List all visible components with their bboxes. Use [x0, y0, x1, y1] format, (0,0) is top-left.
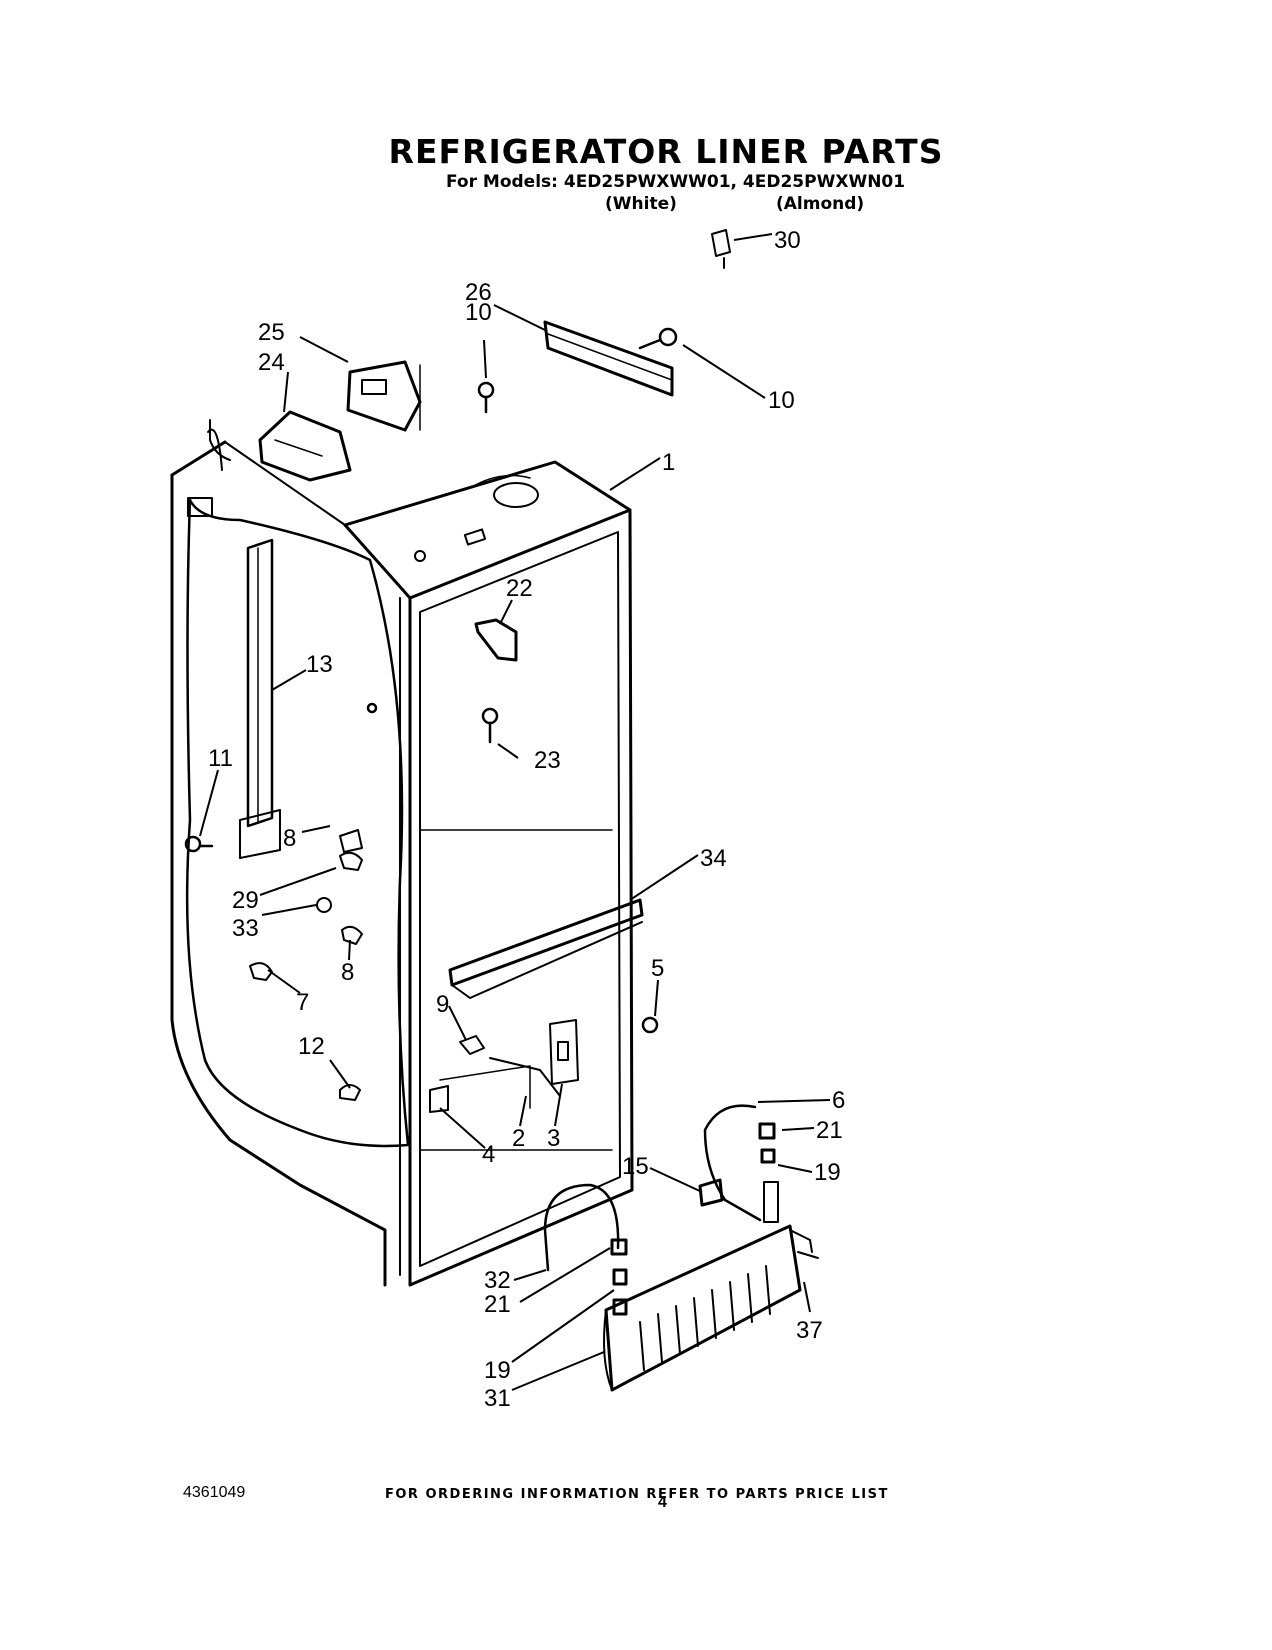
- page-title: REFRIGERATOR LINER PARTS: [388, 132, 944, 171]
- callout-4: 4: [482, 1141, 495, 1168]
- callout-29: 29: [232, 887, 259, 914]
- callout-12: 12: [298, 1033, 325, 1060]
- callout-8a: 8: [283, 825, 296, 852]
- bracket-22: [474, 618, 518, 662]
- callout-9: 9: [436, 991, 449, 1018]
- bracket-26: [543, 320, 674, 397]
- bracket-25: [346, 360, 422, 432]
- model-numbers: For Models: 4ED25PWXWW01, 4ED25PWXWN01: [446, 172, 906, 192]
- callout-24: 24: [258, 349, 285, 376]
- callout-22: 22: [506, 575, 533, 602]
- callout-30: 30: [774, 227, 801, 254]
- callout-21a: 21: [816, 1117, 843, 1144]
- callout-31: 31: [484, 1385, 511, 1412]
- callout-1: 1: [662, 449, 675, 476]
- shelf-support-34: [448, 898, 644, 999]
- screws: [184, 327, 678, 1034]
- callout-7: 7: [296, 989, 309, 1016]
- callout-6: 6: [832, 1087, 845, 1114]
- liner-cabinet: [170, 440, 634, 1287]
- color-almond-label: (Almond): [776, 194, 865, 214]
- callout-26: 26: [465, 279, 492, 306]
- callout-15: 15: [622, 1153, 649, 1180]
- callout-13: 13: [306, 651, 333, 678]
- page-number: 4: [658, 1494, 667, 1511]
- callout-3: 3: [547, 1125, 560, 1152]
- callout-21b: 21: [484, 1291, 511, 1318]
- cover-31: [603, 1224, 819, 1392]
- callout-25: 25: [258, 319, 285, 346]
- leader-lines: [199, 233, 831, 1391]
- callout-33: 33: [232, 915, 259, 942]
- callout-2: 2: [512, 1125, 525, 1152]
- callout-8b: 8: [341, 959, 354, 986]
- callout-37: 37: [796, 1317, 823, 1344]
- callout-34: 34: [700, 845, 727, 872]
- callout-labels: 1 2 3 4 5 6 7 8 8 9 10 10 11 12 13 15 19…: [208, 227, 845, 1412]
- callout-19a: 19: [814, 1159, 841, 1186]
- callout-23: 23: [534, 747, 561, 774]
- rail-13: [239, 538, 281, 859]
- callout-5: 5: [651, 955, 664, 982]
- hardware-parts: [209, 419, 579, 1113]
- callout-19b: 19: [484, 1357, 511, 1384]
- callout-10a: 10: [465, 299, 492, 326]
- heater-harness: [543, 1104, 779, 1316]
- color-white-label: (White): [605, 194, 677, 214]
- clip-30: [711, 229, 731, 269]
- callout-11: 11: [208, 745, 233, 772]
- ordering-info: FOR ORDERING INFORMATION REFER TO PARTS …: [385, 1487, 889, 1502]
- document-number: 4361049: [183, 1484, 246, 1501]
- callout-10b: 10: [768, 387, 795, 414]
- callout-32: 32: [484, 1267, 511, 1294]
